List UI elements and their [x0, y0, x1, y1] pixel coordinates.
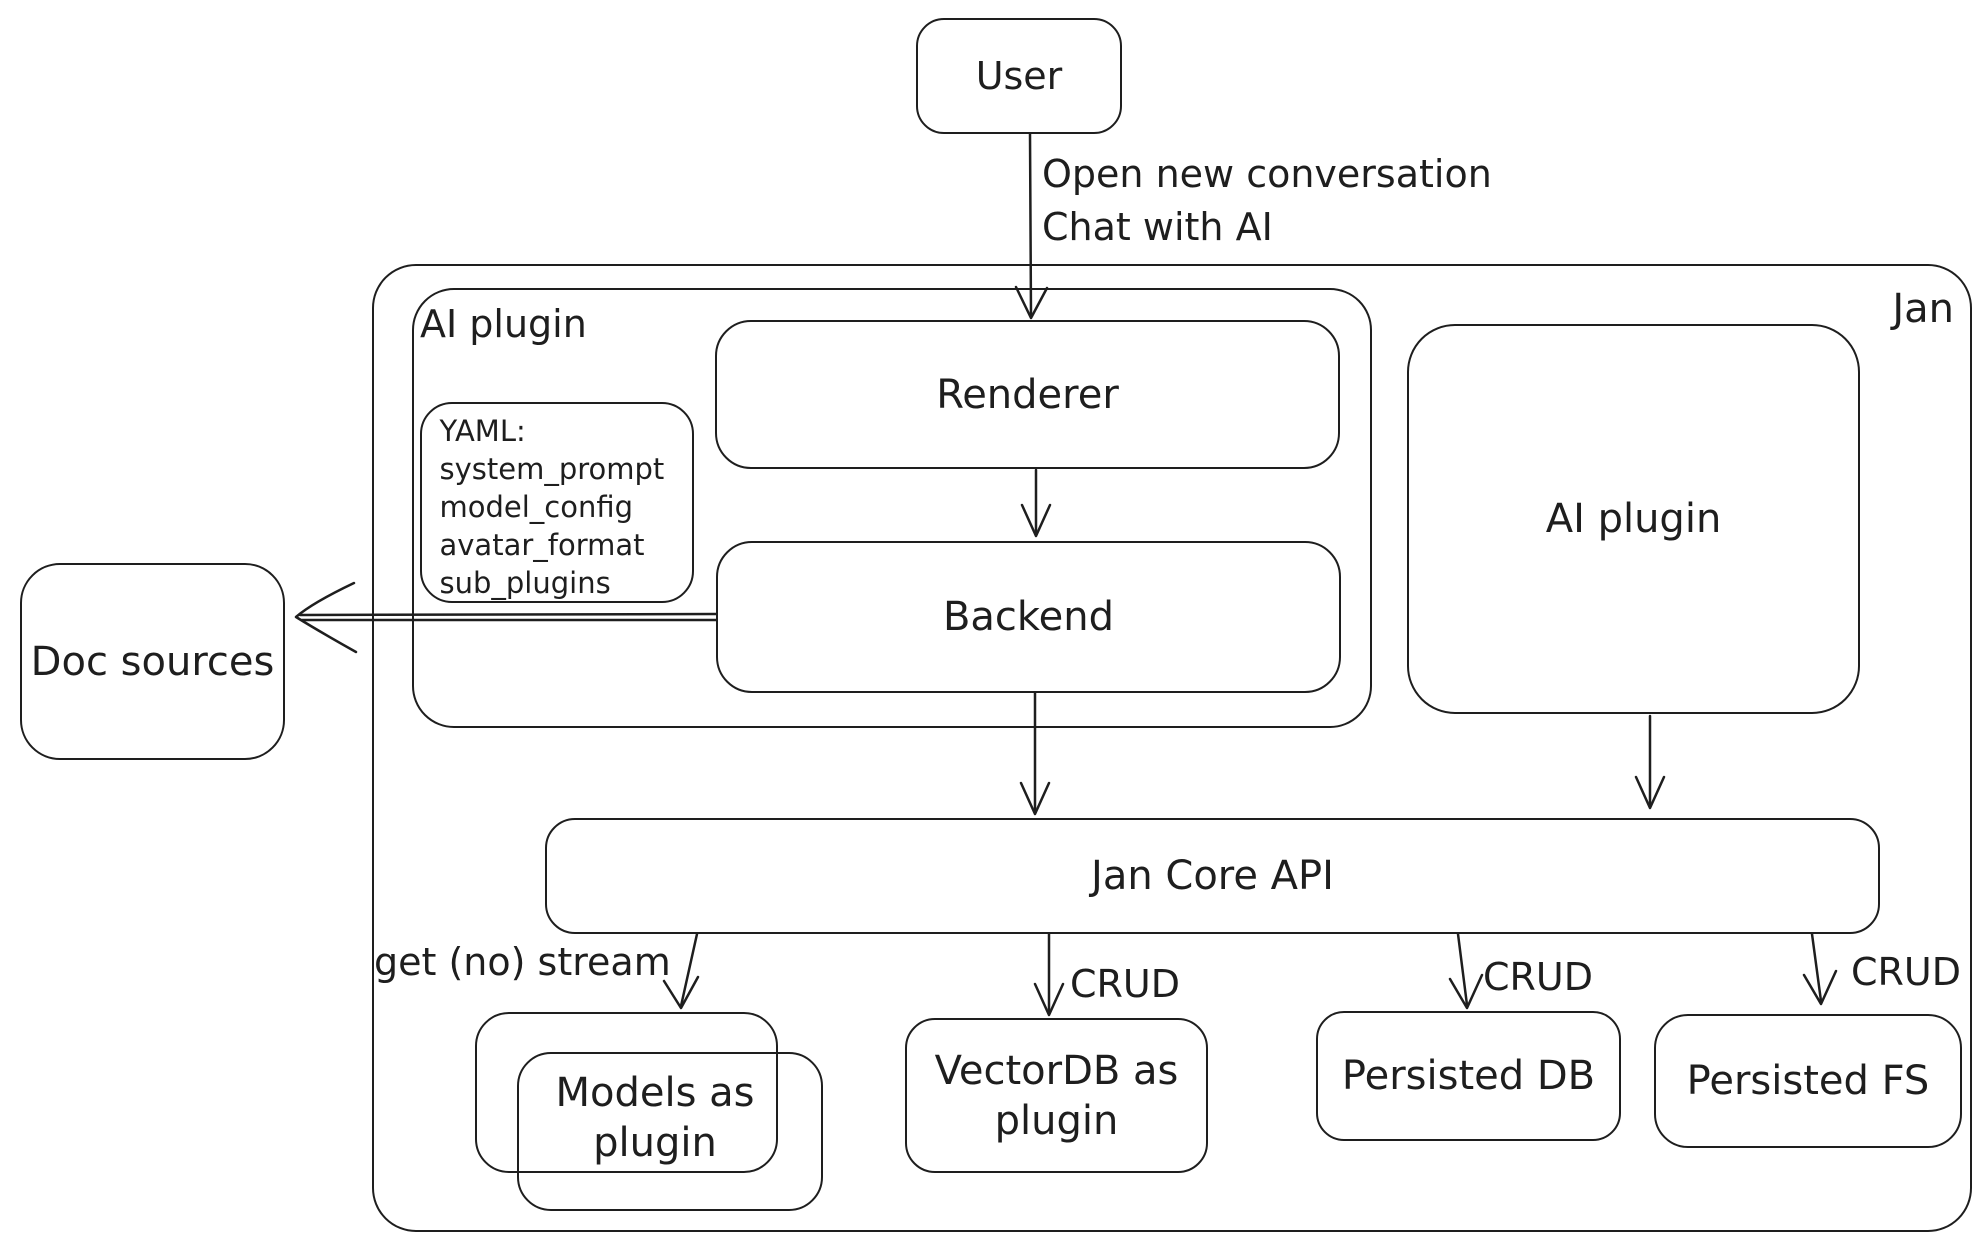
edge-label-open-new-conversation: Open new conversation: [1042, 152, 1492, 196]
vectordb-node-box: VectorDB as plugin: [905, 1018, 1208, 1173]
models-as-plugin-back-box: [475, 1012, 778, 1173]
user-node-box: User: [916, 18, 1122, 134]
ai-plugin-left-label: AI plugin: [420, 302, 587, 346]
jan-core-api-label: Jan Core API: [1091, 853, 1334, 899]
renderer-node-box: Renderer: [715, 320, 1340, 469]
renderer-node-label: Renderer: [936, 371, 1119, 418]
yaml-line: sub_plugins: [439, 565, 611, 600]
doc-sources-node-label: Doc sources: [30, 638, 275, 685]
jan-container-box: Jan: [372, 264, 1972, 1232]
persisted-fs-node-label: Persisted FS: [1686, 1058, 1930, 1104]
ai-plugin-left-box: AI plugin YAML: system_prompt model_conf…: [412, 288, 1372, 728]
persisted-db-node-box: Persisted DB: [1316, 1011, 1621, 1141]
jan-container-label: Jan: [1892, 286, 1954, 332]
vectordb-node-line1: VectorDB as: [934, 1047, 1179, 1094]
edge-label-get-no-stream: get (no) stream: [374, 940, 671, 984]
backend-node-box: Backend: [716, 541, 1341, 693]
persisted-fs-node-box: Persisted FS: [1654, 1014, 1962, 1148]
yaml-line: model_config: [439, 489, 634, 524]
edge-backend-to-doc-sources-arrowhead: [294, 581, 358, 654]
backend-node-label: Backend: [942, 594, 1115, 640]
yaml-line: avatar_format: [439, 527, 645, 562]
doc-sources-node-box: Doc sources: [20, 563, 285, 760]
vectordb-node-line2: plugin: [994, 1097, 1119, 1144]
edge-label-crud-vectordb: CRUD: [1070, 962, 1181, 1006]
ai-plugin-right-box: AI plugin: [1407, 324, 1860, 714]
jan-core-api-box: Jan Core API: [545, 818, 1880, 934]
models-as-plugin-line1: Models as: [555, 1070, 755, 1116]
ai-plugin-right-label: AI plugin: [1545, 496, 1722, 542]
yaml-line: YAML:: [439, 413, 526, 448]
yaml-note-box: YAML: system_prompt model_config avatar_…: [419, 401, 694, 603]
models-as-plugin-label: Models as plugin: [490, 1068, 820, 1168]
persisted-db-node-label: Persisted DB: [1341, 1053, 1596, 1099]
edge-label-crud-persisted-db: CRUD: [1483, 955, 1594, 999]
models-as-plugin-line2: plugin: [593, 1120, 717, 1166]
models-as-plugin-front-box: [517, 1052, 823, 1211]
edge-label-chat-with-ai: Chat with AI: [1042, 205, 1273, 249]
edge-label-crud-persisted-fs: CRUD: [1851, 950, 1962, 994]
user-node-label: User: [975, 54, 1063, 98]
yaml-note-lines: YAML: system_prompt model_config avatar_…: [440, 412, 665, 602]
yaml-line: system_prompt: [439, 451, 665, 486]
